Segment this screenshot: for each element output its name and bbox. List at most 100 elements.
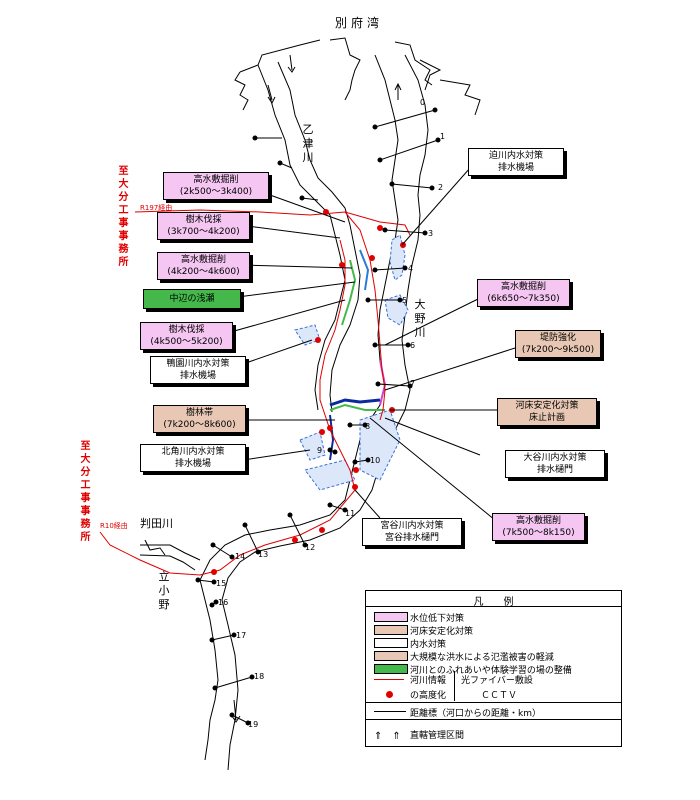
cctv-dot [327, 425, 333, 431]
km-post-dot [432, 107, 438, 113]
km-post-dot [302, 542, 308, 548]
km-post-dot [287, 512, 293, 518]
km-post-dot [397, 297, 403, 303]
km-post-dot [327, 502, 333, 508]
label-line: 大谷川内水対策 [523, 453, 587, 463]
label-dredging-7k500: 高水敷掘削(7k500〜8k150) [492, 513, 585, 541]
km-post-line [231, 714, 249, 724]
legend-fiber: 光ファイバー敷設 [461, 676, 533, 686]
legend-swatch [374, 651, 408, 661]
km-post-dot [352, 459, 358, 465]
km-post-line [211, 634, 235, 641]
km-post-line [289, 514, 306, 546]
legend-section-symbol: ⇑ ⇑ [374, 731, 401, 742]
label-line: 排水機場 [174, 459, 211, 469]
legend-item-label: 河川とのふれあいや体験学習の場の整備 [410, 666, 572, 676]
label-levee: 堤防強化 (7k200〜9k500) [515, 330, 601, 358]
legend-swatch [374, 625, 408, 635]
label-line: 排水機場 [497, 163, 534, 173]
label-line: 鴨園川内水対策 [166, 359, 230, 369]
legend-item-label: 大規模な洪水による氾濫被害の軽減 [410, 653, 554, 663]
label-line: (2k500〜3k400) [179, 187, 253, 197]
label-line: 高水敷掘削 [515, 516, 561, 526]
km-post-dot [377, 157, 383, 163]
km-post-dot [375, 381, 381, 387]
km-number: 13 [258, 550, 269, 559]
km-post-line [214, 676, 253, 689]
label-tree-cut-4k500: 樹木伐採 (4k500〜5k200) [140, 322, 233, 350]
km-number: 19 [248, 720, 259, 729]
label-line: 高水敷掘削 [180, 255, 226, 265]
label-line: 床止計画 [528, 413, 565, 423]
label-line: 排水機場 [179, 371, 216, 381]
label-line: 堤防強化 [539, 333, 576, 343]
km-number: 0 [420, 98, 426, 107]
km-post-dot [245, 720, 251, 726]
label-line: (7k200〜8k600) [163, 420, 236, 430]
km-number: 2 [438, 183, 444, 192]
label-line: 樹木伐採 [168, 325, 205, 335]
label-line: 中辺の浅瀬 [169, 294, 215, 304]
km-post-dot [209, 602, 215, 608]
km-post-dot [382, 227, 388, 233]
km-post-line [212, 544, 233, 558]
legend-cctv: ＣＣＴＶ [481, 691, 518, 701]
km-number: 4 [408, 264, 414, 273]
legend-river-info2: の高度化 [410, 691, 447, 701]
label-line: 宮谷川内水対策 [380, 521, 444, 531]
label-otani-sluice: 大谷川内水対策排水樋門 [505, 450, 605, 478]
label-line: 河床安定化対策 [515, 401, 579, 411]
label-dredging-6k650: 高水敷掘削(6k650〜7k350) [477, 279, 570, 307]
km-post-dot [365, 457, 371, 463]
km-post-dot [435, 137, 441, 143]
road-r10: R10経由 [100, 522, 128, 530]
km-number: 6 [410, 341, 416, 350]
km-post-dot [372, 267, 378, 273]
km-post-dot [211, 579, 217, 585]
legend-title: 凡 例 [473, 597, 514, 608]
label-line: (6k650〜7k350) [487, 294, 560, 304]
cctv-dot [319, 527, 325, 533]
km-post-line [374, 267, 406, 271]
label-line: 宮谷排水樋門 [384, 533, 439, 543]
label-line: 北角川内水対策 [161, 447, 225, 457]
cctv-dot [352, 484, 358, 490]
legend-section: 直轄管理区間 [410, 731, 465, 741]
office-label-top: 至大分工事事務所 [118, 166, 129, 268]
label-kitakado-pump: 北角川内水対策排水機場 [140, 444, 246, 472]
cctv-dot [319, 429, 325, 435]
label-line: (7k200〜9k500) [521, 345, 595, 355]
office-label-bottom: 至大分工事事務所 [80, 441, 91, 543]
cctv-dot [315, 337, 321, 343]
legend-river-info: 河川情報 [410, 676, 447, 686]
km-post-dot [252, 135, 258, 141]
legend-fiber-line [374, 679, 404, 680]
km-post-line [377, 383, 411, 387]
label-line: (4k500〜5k200) [150, 337, 223, 347]
km-post-line [391, 183, 433, 189]
km-post-dot [389, 181, 395, 187]
km-post-dot [407, 383, 413, 389]
cctv-dot [339, 262, 345, 268]
km-number: 10 [370, 456, 381, 465]
km-number: 11 [345, 509, 356, 518]
label-line: 樹林帯 [185, 408, 213, 418]
km-post-dot [422, 230, 428, 236]
km-post-dot [372, 342, 378, 348]
km-post-line [379, 139, 439, 161]
label-riverbed: 河床安定化対策床止計画 [497, 398, 597, 426]
legend-cctv-dot [386, 691, 393, 698]
label-line: 排水樋門 [536, 465, 573, 475]
label-line: 迫川内水対策 [488, 151, 543, 161]
cctv-dot [292, 537, 298, 543]
km-post-dot [212, 685, 218, 691]
legend-item-label: 河床安定化対策 [410, 627, 474, 637]
legend-swatch [374, 638, 408, 648]
legend-swatch [374, 664, 408, 674]
km-post-dot [332, 449, 338, 455]
km-number: 9 [317, 446, 323, 455]
km-number: 14 [235, 552, 246, 561]
km-number: 17 [236, 631, 247, 640]
km-number: 5 [402, 296, 408, 305]
cctv-dot [400, 242, 406, 248]
